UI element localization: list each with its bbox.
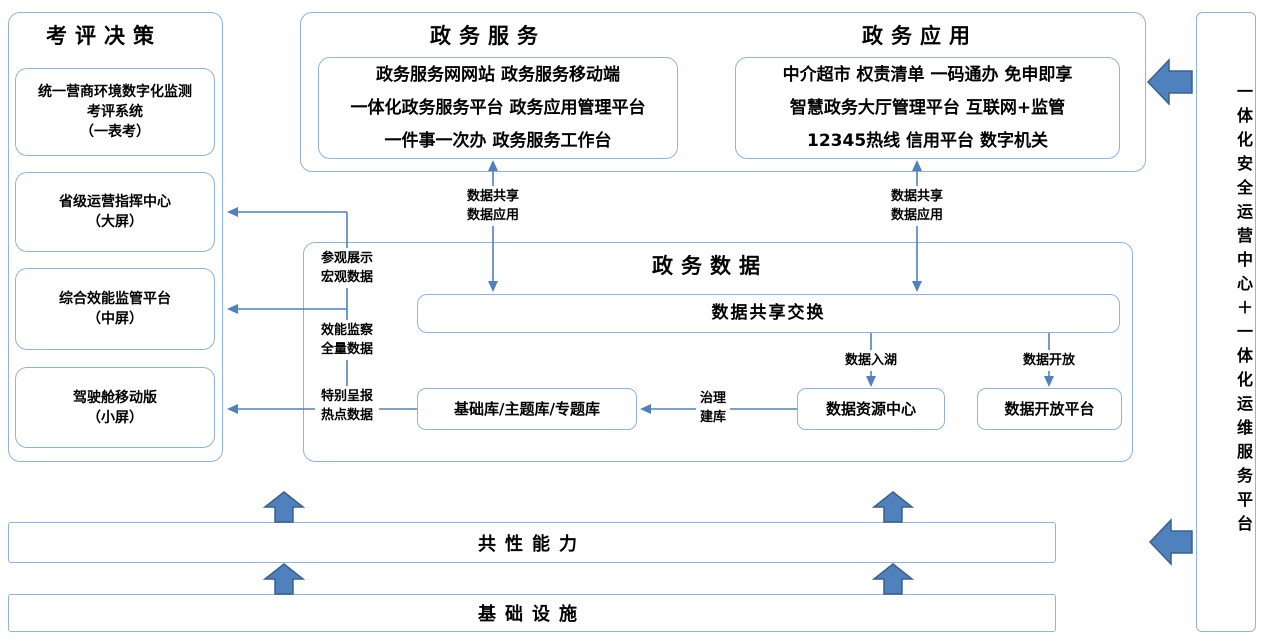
data-title: 政务数据: [652, 254, 768, 278]
arrowhead-left-icon: [227, 304, 238, 314]
data-exchange-bar: 数据共享交换: [417, 294, 1120, 333]
box-line: 智慧政务大厅管理平台 互联网+监管: [789, 97, 1066, 118]
box-line: 一件事一次办 政务服务工作台: [384, 130, 612, 151]
bar-label: 基础设施: [478, 604, 586, 625]
label-efficiency-inspection: 效能监察 全量数据: [315, 320, 379, 360]
box-line: 数据开放平台: [1004, 399, 1095, 418]
label-line: 建库: [699, 410, 726, 425]
box-line: （小屏）: [87, 409, 143, 426]
applications-box: 中介超市 权责清单 一码通办 免申即享 智慧政务大厅管理平台 互联网+监管 12…: [735, 57, 1120, 159]
label-line: 数据共享: [466, 189, 519, 204]
up-arrow-icon: [871, 491, 915, 523]
evaluation-title: 考评决策: [46, 24, 162, 48]
base-database-box: 基础库/主题库/专题库: [417, 388, 637, 430]
label-visit-display: 参观展示 宏观数据: [315, 248, 379, 288]
label-line: 数据应用: [466, 208, 519, 223]
label-govern-build: 治理 建库: [696, 388, 730, 428]
applications-title: 政务应用: [862, 24, 978, 48]
box-line: 省级运营指挥中心: [59, 194, 171, 210]
box-line: （大屏）: [87, 214, 143, 230]
box-line: （一表考）: [80, 124, 150, 140]
bar-label: 数据共享交换: [711, 303, 826, 323]
label-special-report: 特别呈报 热点数据: [315, 386, 379, 426]
label-line: 全量数据: [320, 342, 373, 357]
label-data-lake: 数据入湖: [841, 350, 901, 371]
box-line: 综合效能监管平台: [59, 291, 171, 307]
box-line: 数据资源中心: [825, 399, 916, 418]
label-line: 热点数据: [320, 408, 373, 423]
supervision-platform-box: 综合效能监管平台 （中屏）: [15, 268, 215, 350]
label-line: 宏观数据: [320, 270, 373, 285]
right-panel-text: 一体化安全运营中心＋一体化运维服务平台: [1234, 83, 1253, 539]
label-line: 参观展示: [320, 251, 373, 266]
bar-label: 共性能力: [478, 533, 586, 555]
services-box: 政务服务网网站 政务服务移动端 一体化政务服务平台 政务应用管理平台 一件事一次…: [318, 57, 678, 159]
label-line: 特别呈报: [320, 389, 373, 404]
services-title: 政务服务: [430, 24, 546, 48]
left-arrow-icon: [1146, 58, 1193, 106]
box-line: 中介超市 权责清单 一码通办 免申即享: [782, 64, 1073, 85]
label-data-open: 数据开放: [1019, 350, 1079, 371]
command-center-box: 省级运营指挥中心 （大屏）: [15, 172, 215, 252]
infrastructure-bar: 基础设施: [8, 594, 1056, 632]
label-data-share-right: 数据共享 数据应用: [887, 186, 947, 226]
box-line: 基础库/主题库/专题库: [454, 399, 600, 418]
resource-center-box: 数据资源中心: [797, 388, 945, 430]
arrowhead-left-icon: [227, 404, 238, 414]
cockpit-mobile-box: 驾驶舱移动版 （小屏）: [15, 367, 215, 448]
label-line: 数据共享: [890, 189, 943, 204]
box-line: 政务服务网网站 政务服务移动端: [376, 64, 620, 85]
common-capability-bar: 共性能力: [8, 522, 1056, 563]
label-line: 治理: [699, 391, 726, 406]
up-arrow-icon: [262, 491, 306, 523]
box-line: 考评系统: [87, 104, 143, 120]
box-line: 一体化政务服务平台 政务应用管理平台: [350, 97, 646, 118]
label-line: 数据应用: [890, 208, 943, 223]
box-line: （中屏）: [87, 311, 143, 327]
box-line: 驾驶舱移动版: [73, 389, 157, 406]
box-line: 统一营商环境数字化监测: [38, 84, 192, 100]
open-platform-box: 数据开放平台: [977, 388, 1122, 430]
label-line: 效能监察: [320, 323, 373, 338]
up-arrow-icon: [262, 563, 306, 595]
left-arrow-icon: [1148, 518, 1193, 566]
monitoring-system-box: 统一营商环境数字化监测 考评系统 （一表考）: [15, 68, 215, 156]
up-arrow-icon: [871, 563, 915, 595]
arrowhead-left-icon: [227, 207, 238, 217]
right-ops-panel: 一体化安全运营中心＋一体化运维服务平台: [1196, 12, 1256, 632]
box-line: 12345热线 信用平台 数字机关: [807, 130, 1048, 151]
label-data-share-left: 数据共享 数据应用: [463, 186, 523, 226]
